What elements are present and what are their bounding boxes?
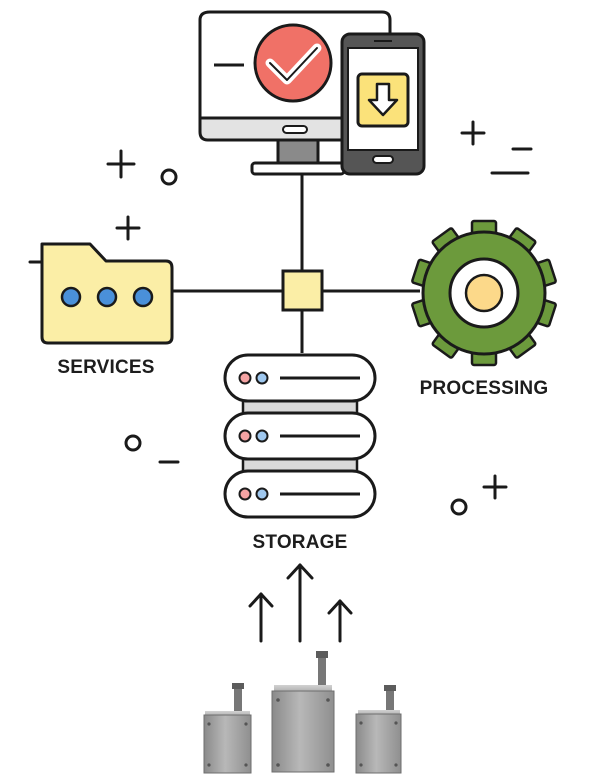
circle-mark: [124, 434, 142, 452]
arrow-up-icon: [327, 599, 353, 643]
folder-dot: [60, 286, 82, 308]
circle-mark: [160, 168, 178, 186]
arrow-up-icon: [248, 592, 274, 643]
processing-label: PROCESSING: [420, 378, 549, 399]
upload-arrows: [248, 563, 353, 643]
plus-mark: [115, 215, 141, 241]
download-icon: [356, 72, 410, 128]
connector-lines: [172, 175, 420, 353]
sensor-device-icon: [271, 651, 335, 773]
plus-mark: [482, 474, 508, 500]
plus-mark: [106, 149, 136, 179]
folder-dot: [96, 286, 118, 308]
plus-mark: [460, 120, 486, 146]
circle-mark: [450, 498, 468, 516]
sensor-device-icon: [203, 683, 252, 774]
server-unit: [223, 411, 377, 461]
decorative-marks: [28, 120, 533, 516]
server-stack-icon: [223, 353, 377, 519]
arrow-up-icon: [286, 563, 314, 643]
folder-dot: [132, 286, 154, 308]
folder-icon: [40, 242, 174, 345]
sensor-device-icon: [355, 685, 402, 774]
gear-icon: [411, 219, 557, 367]
server-unit: [223, 353, 377, 403]
hub-node: [281, 269, 324, 312]
services-label: SERVICES: [57, 357, 154, 378]
phone-icon: [340, 32, 426, 176]
server-unit: [223, 469, 377, 519]
storage-label: STORAGE: [252, 532, 347, 553]
check-icon: [253, 23, 333, 103]
